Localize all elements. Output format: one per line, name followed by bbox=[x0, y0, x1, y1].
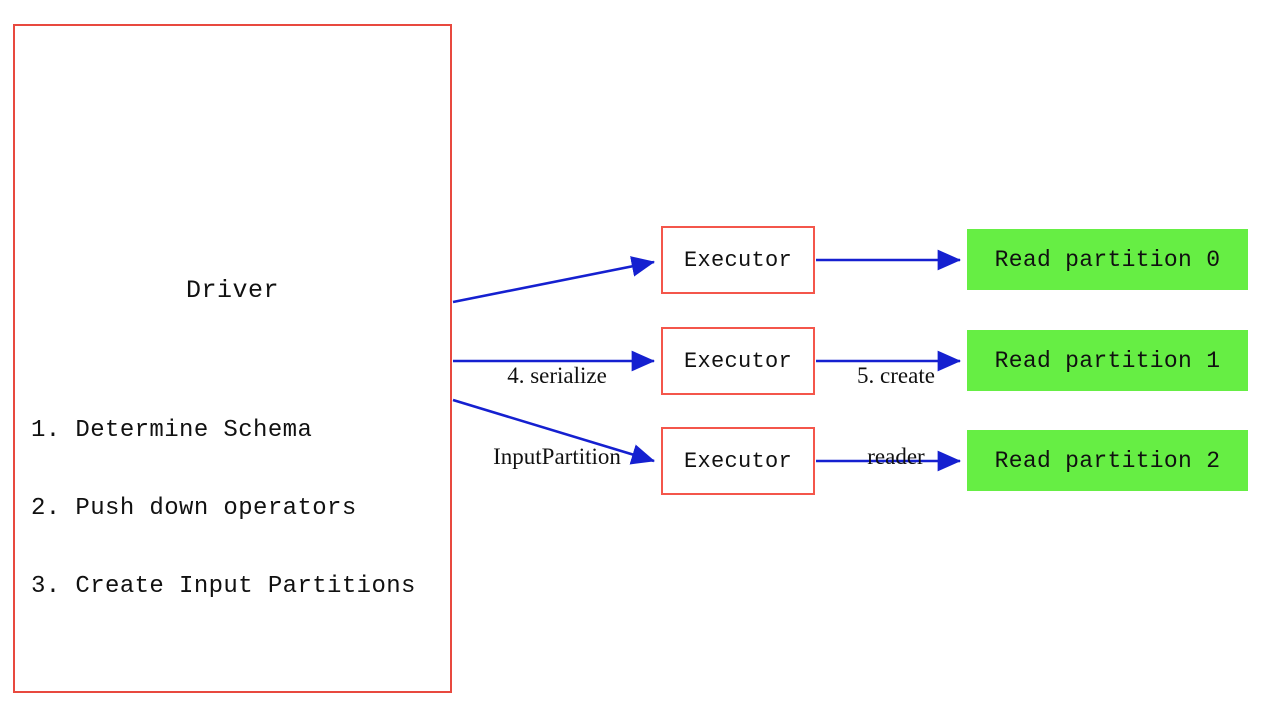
edge-label-create-reader-line2: reader bbox=[867, 444, 925, 469]
driver-box[interactable]: Driver 1. Determine Schema 2. Push down … bbox=[13, 24, 452, 693]
driver-step-2: 2. Push down operators bbox=[31, 495, 357, 522]
arrow-driver-to-executor-1 bbox=[452, 256, 656, 304]
edge-label-serialize-line2: InputPartition bbox=[493, 444, 621, 469]
edge-label-serialize: 4. serialize InputPartition bbox=[462, 308, 652, 524]
edge-label-serialize-line1: 4. serialize bbox=[507, 363, 607, 388]
executor-box-1[interactable]: Executor bbox=[661, 226, 815, 294]
driver-title: Driver bbox=[185, 276, 279, 305]
partition-box-0[interactable]: Read partition 0 bbox=[967, 229, 1248, 290]
driver-step-list: 1. Determine Schema 2. Push down operato… bbox=[31, 366, 416, 652]
edge-label-create-reader-line1: 5. create bbox=[857, 363, 935, 388]
partition-box-1[interactable]: Read partition 1 bbox=[967, 330, 1248, 391]
executor-box-3[interactable]: Executor bbox=[661, 427, 815, 495]
driver-step-3: 3. Create Input Partitions bbox=[31, 573, 416, 600]
executor-box-2[interactable]: Executor bbox=[661, 327, 815, 395]
partition-box-2[interactable]: Read partition 2 bbox=[967, 430, 1248, 491]
edge-label-create-reader: 5. create reader bbox=[822, 308, 970, 524]
driver-step-1: 1. Determine Schema bbox=[31, 417, 313, 444]
